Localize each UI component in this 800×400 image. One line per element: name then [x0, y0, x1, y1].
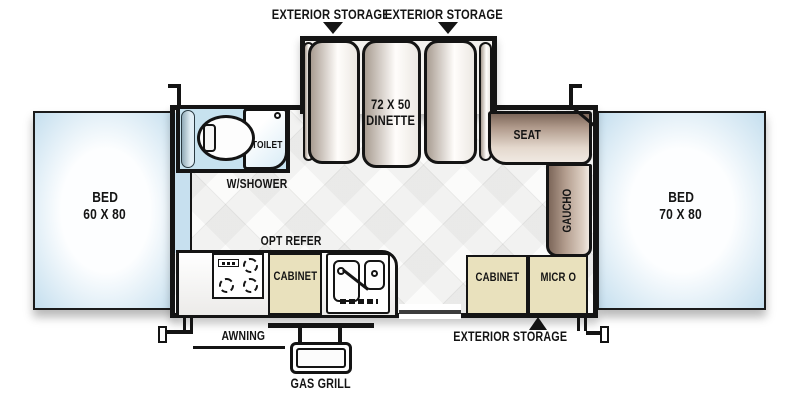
awning-line [193, 346, 285, 349]
jack-rear-left-arm [164, 330, 193, 334]
jack-front-left-cap [168, 84, 181, 88]
toilet-label: TOILET [251, 139, 283, 151]
jack-front-right [569, 84, 573, 107]
front-storage-left-arrow-icon [323, 22, 343, 34]
jack-rear-right-arm [586, 331, 604, 335]
gaucho-label: GAUCHO [560, 189, 575, 233]
shower-drain-icon [274, 112, 281, 119]
jack-rear-right-foot [600, 326, 609, 343]
jack-rear-right-post1 [577, 318, 580, 331]
gas-grill-label: GAS GRILL [290, 376, 352, 391]
jack-rear-left-foot [158, 326, 167, 343]
opt-refer-label: OPT REFER [260, 233, 322, 248]
kitchen-cabinet-label: CABINET [273, 269, 317, 284]
bed-left [33, 111, 178, 310]
bathroom-curtain [181, 110, 195, 168]
rear-cabinet-label: CABINET [475, 270, 519, 285]
kitchen-cabinet [268, 253, 322, 315]
grill-post-right [338, 328, 342, 344]
bed-right-label: BED 70 X 80 [659, 189, 703, 223]
microwave [528, 255, 588, 315]
jack-front-right-cap [569, 84, 582, 88]
dinette-cushion-center [362, 40, 421, 168]
gas-grill-icon [290, 342, 352, 374]
toilet-icon [197, 115, 255, 161]
jack-front-left [177, 84, 181, 107]
seat-sofa [488, 111, 592, 165]
rear-storage-label: EXTERIOR STORAGE [453, 329, 568, 344]
bed-right [597, 111, 766, 310]
jack-rear-left-post2 [190, 318, 193, 331]
front-storage-right-arrow-icon [438, 22, 458, 34]
awning-label: AWNING [221, 328, 265, 343]
grill-rail [268, 323, 374, 328]
dinette-cushion-right [424, 40, 477, 164]
front-storage-right-label: EXTERIOR STORAGE [384, 6, 504, 22]
sink-icon [326, 253, 390, 314]
gaucho-sofa [546, 164, 592, 257]
rear-storage-arrow-icon [529, 317, 547, 330]
jack-rear-right-post2 [584, 318, 587, 331]
jack-rear-left-post1 [183, 318, 186, 331]
microwave-label: MICR O [540, 270, 576, 285]
toilet-tank-icon [203, 124, 216, 152]
dinette-label: 72 X 50 DINETTE [366, 96, 416, 128]
entry-door-line [399, 310, 461, 314]
rear-cabinet [466, 255, 528, 315]
shower-label: W/SHOWER [226, 176, 288, 191]
bed-left-label: BED 60 X 80 [83, 189, 127, 223]
dinette-cushion-left [308, 40, 360, 164]
grill-post-left [298, 328, 302, 344]
stove-icon [212, 253, 264, 299]
seat-label: SEAT [513, 126, 541, 142]
front-storage-left-label: EXTERIOR STORAGE [271, 6, 391, 22]
